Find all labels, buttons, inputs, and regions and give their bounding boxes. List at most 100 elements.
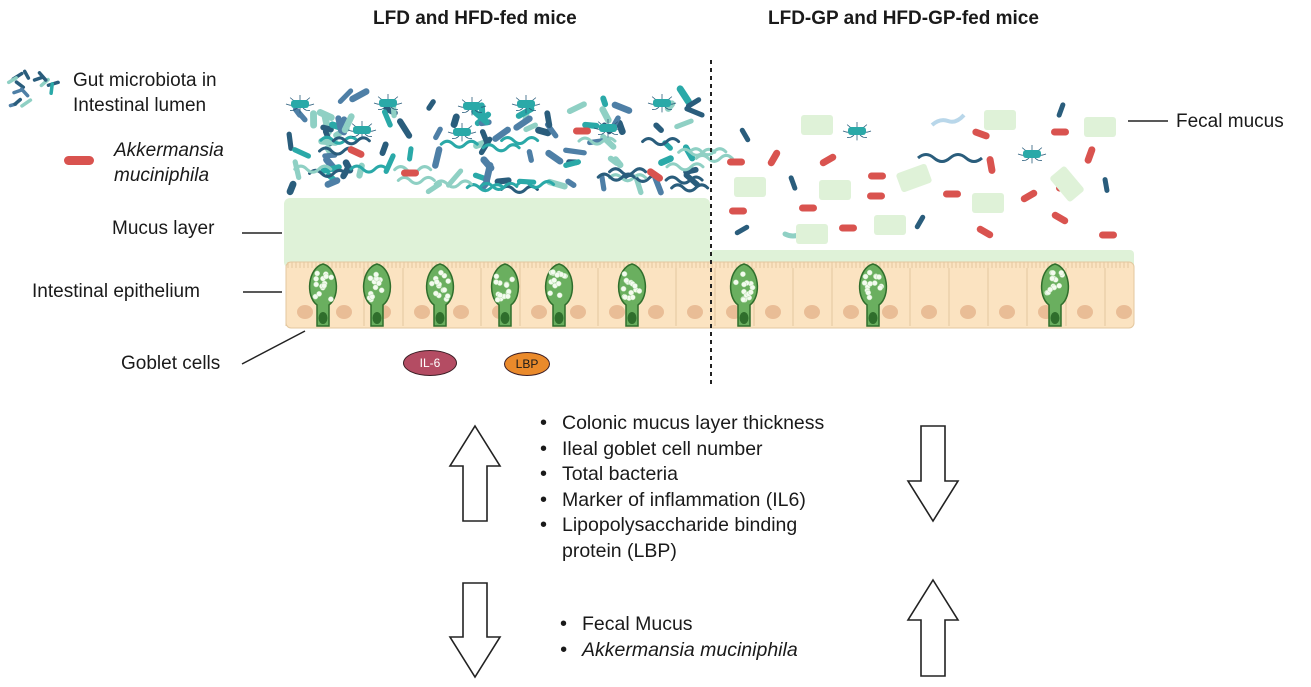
akkermansia-bacterium [767, 149, 781, 167]
bacterium [286, 131, 294, 151]
bacterium [294, 108, 308, 123]
spiral-bacterium [930, 113, 966, 127]
akkermansia-bacterium [799, 204, 817, 212]
bacterium [734, 224, 750, 236]
mucus-layer-label: Mucus layer [112, 218, 215, 239]
cell-nucleus [804, 305, 820, 319]
effect-item: Fecal Mucus [556, 612, 798, 638]
microbiota-legend-line2: Intestinal lumen [73, 95, 207, 116]
bacterium [49, 82, 54, 95]
cell-nucleus [336, 305, 352, 319]
flagellated-bacterium [511, 95, 541, 114]
spiral-bacterium [433, 179, 473, 189]
bacterium [37, 71, 48, 82]
bacterium [286, 180, 297, 196]
bacterium [13, 97, 22, 106]
arrow-down-icon [906, 425, 960, 523]
spiral-bacterium [293, 164, 333, 174]
bacterium [381, 109, 393, 128]
flagellated-bacterium [1017, 145, 1047, 164]
cell-nucleus [843, 305, 859, 319]
effect-item: Marker of inflammation (IL6) [536, 488, 824, 514]
right-panel-title: LFD-GP and HFD-GP-fed mice [768, 8, 1039, 29]
akkermansia-bacterium [972, 128, 990, 140]
microbiota-legend-icon [6, 69, 60, 108]
effect-item: Ileal goblet cell number [536, 437, 824, 463]
fecal-mucus-particle [972, 193, 1004, 213]
flagellated-bacterium [285, 95, 315, 114]
spiral-bacterium [677, 147, 717, 157]
goblet-cell [544, 263, 574, 327]
spiral-bacterium [596, 172, 636, 182]
akkermansia-bacterium [819, 153, 837, 167]
bacterium [582, 121, 600, 129]
bacterium [563, 159, 582, 169]
cell-nucleus [1116, 305, 1132, 319]
bacterium [914, 214, 926, 230]
bacterium [685, 97, 702, 109]
arrow-up-icon [448, 424, 502, 522]
bacterium [599, 174, 607, 192]
bacterium [633, 176, 644, 196]
bacterium [22, 69, 31, 80]
fecal-mucus-particle [1050, 166, 1084, 202]
spiral-bacterium [481, 143, 521, 153]
bacterium [652, 174, 664, 196]
akkermansia-bacterium [1084, 146, 1096, 164]
bacterium [292, 147, 312, 159]
bacterium [676, 85, 692, 105]
bacterium [615, 119, 626, 136]
cell-nucleus [414, 305, 430, 319]
akkermansia-bacterium [1051, 128, 1069, 136]
spiral-bacterium [670, 183, 710, 193]
cell-nucleus [531, 305, 547, 319]
lbp-marker: LBP [504, 352, 550, 376]
spiral-bacterium [694, 153, 734, 163]
spiral-bacterium [664, 175, 704, 185]
fecal-mucus-particles [734, 110, 1116, 244]
bacterium [383, 153, 396, 174]
bacterium [600, 95, 609, 108]
akkermansia-bacterium [727, 158, 745, 166]
akkermansia-legend-line1: Akkermansia [114, 140, 224, 161]
bacterium [513, 115, 533, 131]
spiral-bacterium [665, 162, 705, 172]
akkermansia-bacterium [573, 127, 591, 135]
fecal-mucus-particle [1084, 117, 1116, 137]
bacterium [349, 88, 370, 103]
akkermansia-bacterium [839, 224, 857, 232]
bacterium [674, 118, 694, 130]
bacterium [6, 76, 18, 85]
akkermansia-legend-line2: muciniphila [114, 165, 210, 186]
bacterium [19, 87, 30, 98]
effect-item: Total bacteria [536, 462, 824, 488]
spiral-bacterium [439, 139, 479, 149]
spiral-bacterium [465, 183, 505, 193]
cell-nucleus [297, 305, 313, 319]
gut-microbiota [285, 85, 1110, 239]
bacterium [432, 146, 443, 169]
cell-nucleus [570, 305, 586, 319]
bacterium [379, 141, 389, 156]
flagellated-bacterium [457, 97, 487, 116]
akkermansia-bacterium [867, 192, 885, 200]
bacterium [396, 118, 413, 139]
effects-bottom-list: Fecal Mucus Akkermansia muciniphila [556, 612, 798, 663]
bacterium [324, 177, 341, 188]
bacterium [523, 122, 538, 133]
spiral-bacterium [331, 136, 371, 146]
akkermansia-bacterium [1020, 189, 1038, 203]
akkermansia-bacteria [347, 127, 1117, 239]
fecal-mucus-particle [801, 115, 833, 135]
spiral-bacterium [319, 135, 359, 145]
goblet-pointer [241, 330, 306, 365]
bacterium [611, 101, 633, 114]
bacterium [341, 113, 355, 134]
fecal-mucus-particle [874, 215, 906, 235]
goblet-cell [1040, 263, 1070, 327]
flagellated-bacterium [647, 94, 677, 113]
bacterium [407, 146, 414, 162]
bacterium [653, 122, 664, 134]
bacterium [292, 159, 302, 181]
goblet-cells [308, 263, 1070, 327]
